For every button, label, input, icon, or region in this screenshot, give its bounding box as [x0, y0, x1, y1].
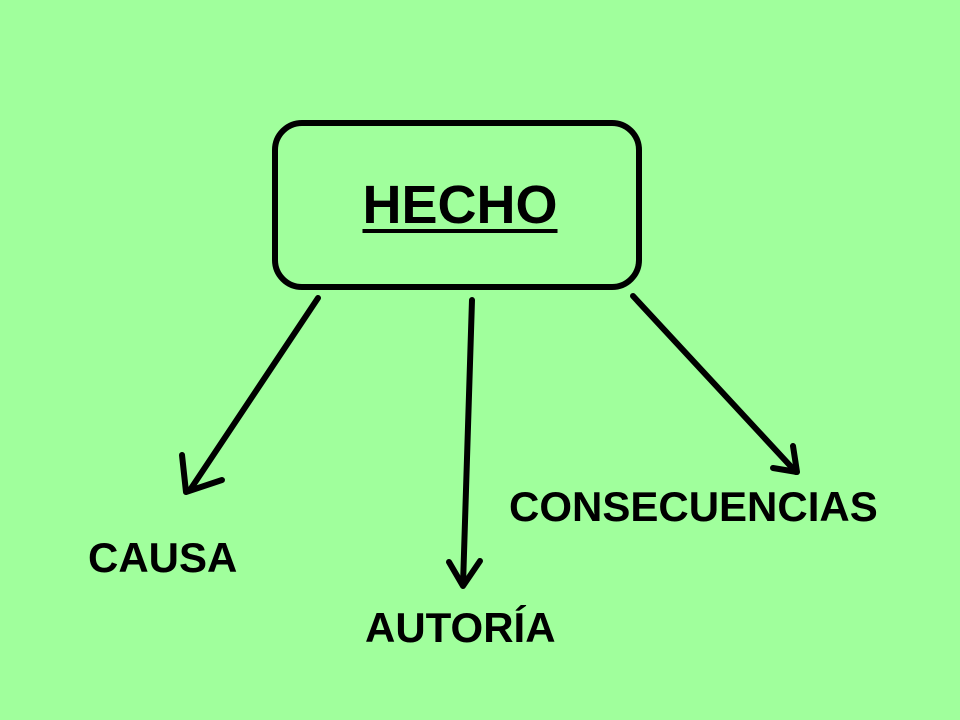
arrow-to-autoria-shaft — [460, 297, 475, 588]
leaf-node-consecuencias: CONSECUENCIAS — [509, 483, 878, 530]
arrow-to-autoria — [446, 297, 483, 589]
leaf-node-autoria: AUTORÍA — [365, 604, 556, 651]
root-node-label: HECHO — [362, 175, 558, 235]
leaf-node-causa: CAUSA — [88, 534, 238, 581]
arrow-to-causa-head — [179, 452, 225, 495]
arrow-to-consecuencias — [630, 293, 800, 475]
arrow-to-consecuencias-shaft — [630, 293, 799, 475]
arrow-to-causa-shaft — [187, 295, 321, 493]
root-node-box: HECHO — [272, 120, 642, 290]
arrow-to-causa — [179, 295, 321, 495]
arrow-to-consecuencias-head — [770, 443, 800, 475]
arrow-to-autoria-head — [446, 558, 483, 589]
